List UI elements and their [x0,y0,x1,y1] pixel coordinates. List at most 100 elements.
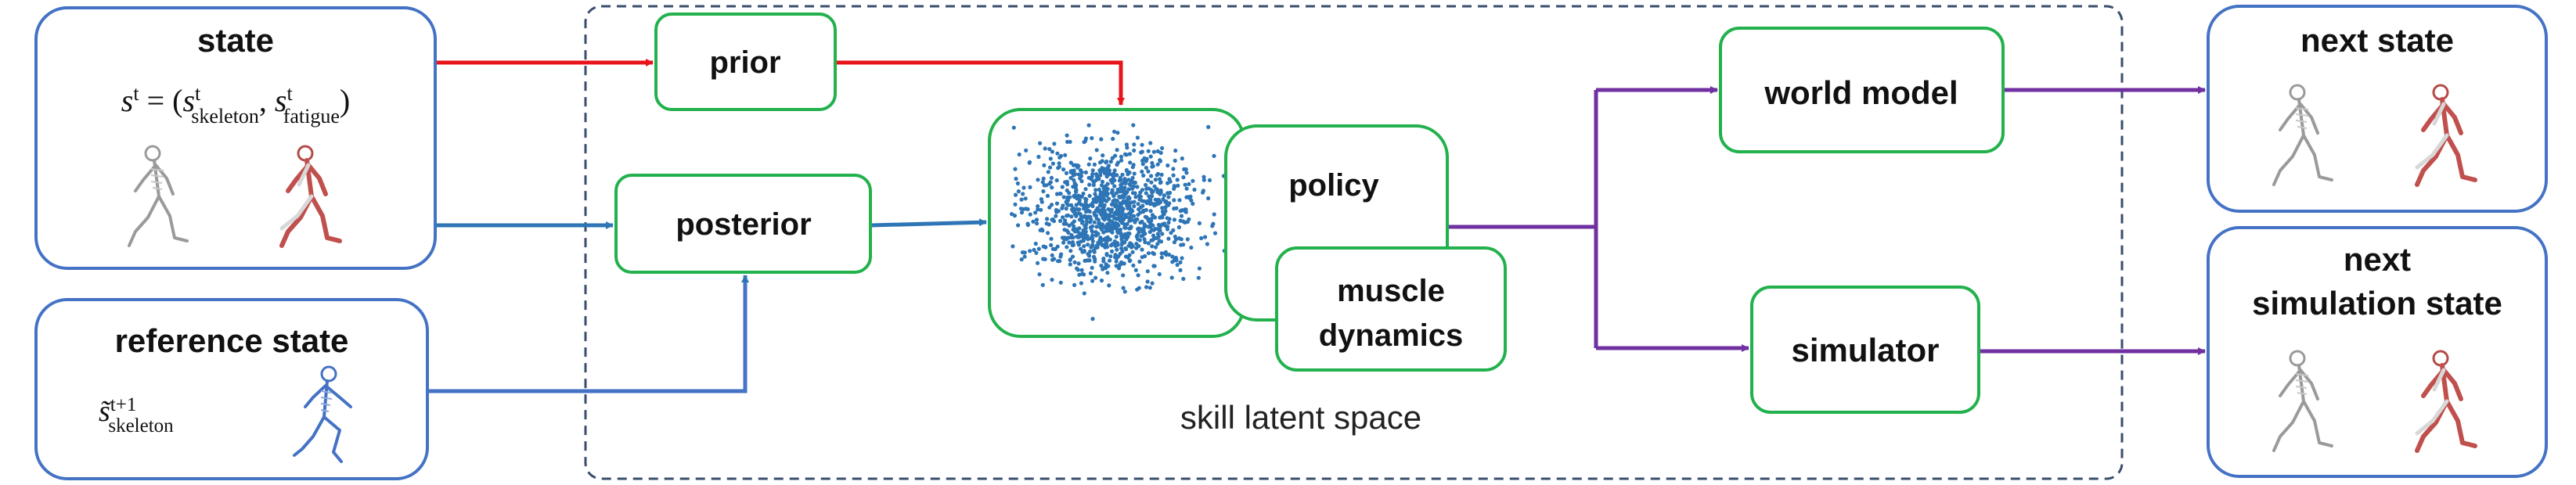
next-simulation-line2: simulation state [2252,285,2502,322]
latent-point [1196,275,1201,280]
latent-point [1013,202,1018,207]
latent-point [1039,199,1044,204]
latent-point [1122,185,1127,190]
latent-point [1093,192,1097,196]
latent-point [1049,175,1054,180]
latent-point [1168,190,1173,196]
latent-point [1122,225,1127,230]
latent-point [1042,163,1047,167]
latent-point [1074,214,1079,218]
latent-point [1135,237,1140,242]
latent-point [1019,210,1025,215]
latent-point [1203,235,1208,239]
latent-point [1019,257,1024,262]
latent-point [1169,275,1174,280]
latent-point [1017,152,1021,157]
latent-point [1083,214,1087,218]
latent-point [1153,178,1158,182]
latent-point [1155,187,1159,192]
latent-point [1173,158,1177,163]
latent-point [1058,280,1063,285]
latent-point [1148,154,1153,159]
latent-point [1158,159,1162,163]
latent-point [1058,192,1063,196]
latent-point [1118,189,1122,194]
latent-point [1070,254,1075,259]
latent-point [1079,170,1084,174]
latent-point [1170,254,1175,259]
latent-point [1104,192,1108,196]
latent-point [1106,226,1111,232]
latent-point [1119,242,1124,247]
latent-point [1156,197,1161,202]
latent-point [1129,242,1134,246]
latent-point [1115,207,1120,212]
latent-point [1044,183,1049,188]
latent-point [1114,216,1119,221]
latent-point [1094,199,1099,203]
latent-point [1179,237,1184,242]
latent-point [1163,250,1168,254]
prior-box: prior [654,13,837,111]
latent-point [1135,135,1140,140]
latent-point [1132,204,1137,209]
latent-point [1124,153,1129,157]
latent-point [1066,230,1071,235]
latent-point [1120,201,1125,206]
latent-point [1100,179,1105,184]
latent-point [1116,223,1121,228]
latent-point [1067,223,1072,228]
latent-point [1150,194,1155,199]
latent-point [1137,193,1141,199]
latent-point [1128,160,1133,165]
latent-point [1158,239,1164,244]
latent-point [1099,183,1104,188]
latent-point [1098,211,1103,216]
latent-point [1101,267,1105,271]
latent-point [1133,180,1137,185]
latent-point [1090,168,1095,173]
latent-point [1016,223,1021,228]
latent-point [1082,249,1086,253]
latent-point [1121,273,1126,278]
latent-point [1034,217,1039,222]
latent-point [1173,148,1178,153]
latent-point [1090,265,1094,270]
latent-point [1090,278,1095,283]
latent-point [1073,172,1078,177]
latent-point [1069,207,1075,212]
latent-point [1052,257,1057,261]
latent-point [1144,285,1149,289]
latent-point [1180,156,1184,161]
latent-point [1065,201,1069,206]
latent-point [1117,264,1122,269]
latent-point [1110,230,1115,235]
latent-point [1159,255,1164,260]
latent-point [1133,268,1138,272]
latent-point [1153,197,1158,202]
latent-point [1126,187,1131,192]
latent-point [1083,196,1088,201]
latent-point [1199,235,1204,241]
latent-point [1160,232,1165,236]
latent-point [1114,259,1119,264]
latent-point [1099,137,1104,142]
latent-point [1052,142,1057,146]
latent-point [1036,178,1040,182]
latent-point [1083,224,1087,228]
latent-point [1055,151,1060,156]
latent-point [1135,185,1140,189]
latent-point [1178,260,1183,264]
latent-point [1090,136,1094,141]
latent-point [1140,255,1144,260]
latent-point [1184,186,1189,191]
latent-point [1087,258,1092,263]
latent-point [1125,221,1129,226]
latent-point [1064,207,1068,211]
latent-point [1107,283,1111,288]
latent-point [1181,175,1186,180]
latent-point [1110,190,1115,195]
latent-point [1131,123,1136,128]
latent-point [1088,220,1093,225]
